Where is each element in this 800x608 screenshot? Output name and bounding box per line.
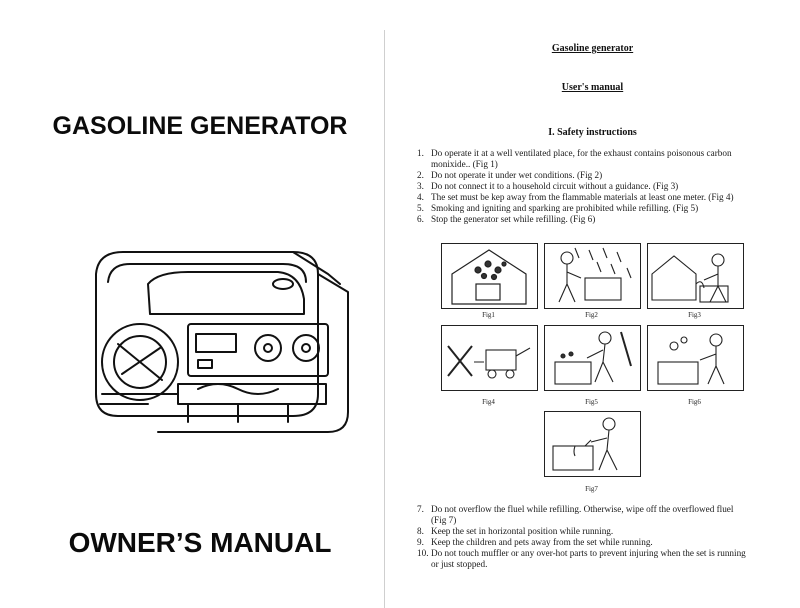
figure-3-label: Fig3 [688, 311, 701, 319]
section-title: I. Safety instructions [548, 127, 637, 138]
generator-illustration-icon [95, 251, 349, 433]
list-item: 10. Do not touch muffler or any over-hot… [417, 548, 769, 570]
item-number: 3. [417, 181, 424, 191]
item-text: Do not overflow the fluel while refillin… [431, 504, 734, 514]
item-number: 2. [417, 170, 424, 180]
item-text: Do not operate it under wet conditions. … [431, 170, 603, 180]
figure-6 [647, 325, 744, 391]
figure-5 [544, 325, 641, 391]
page-divider [384, 30, 385, 608]
item-number: 4. [417, 192, 424, 202]
list-item: 3. Do not connect it to a household circ… [417, 181, 767, 192]
list-item: 4. The set must be kep away from the fla… [417, 192, 767, 203]
figure-3 [647, 243, 744, 309]
figure-6-label: Fig6 [688, 398, 701, 406]
item-text: Do operate it at a well ventilated place… [431, 148, 732, 158]
manual-page: Gasoline generator User's manual I. Safe… [385, 0, 800, 608]
item-number: 5. [417, 203, 424, 213]
instructions-list-2: 7. Do not overflow the fluel while refil… [417, 504, 769, 570]
figure-7-label: Fig7 [585, 485, 598, 493]
item-text: The set must be kep away from the flamma… [431, 192, 734, 202]
figure-2-label: Fig2 [585, 311, 598, 319]
figure-4 [441, 325, 538, 391]
list-item: 5. Smoking and igniting and sparking are… [417, 203, 767, 214]
item-text-cont: or just stopped. [431, 559, 488, 569]
cover-page: GASOLINE GENERATOR [0, 0, 384, 608]
item-number: 10. [417, 548, 429, 558]
item-text-cont: monixide.. (Fig 1) [431, 159, 498, 169]
figure-1 [441, 243, 538, 309]
item-text-cont: (Fig 7) [431, 515, 457, 525]
item-text: Smoking and igniting and sparking are pr… [431, 203, 699, 213]
flammable-materials-distance-icon [447, 345, 531, 379]
instructions-list-1: 1. Do operate it at a well ventilated pl… [417, 148, 767, 225]
figure-2 [544, 243, 641, 309]
list-item: 9. Keep the children and pets away from … [417, 537, 769, 548]
stop-engine-refilling-icon [657, 333, 725, 385]
item-text: Keep the set in horizontal position whil… [431, 526, 614, 536]
item-number: 7. [417, 504, 424, 514]
item-number: 1. [417, 148, 424, 158]
cover-title: GASOLINE GENERATOR [52, 112, 348, 140]
house-wiring-connection-icon [651, 253, 729, 303]
item-number: 6. [417, 214, 424, 224]
item-text: Do not connect it to a household circuit… [431, 181, 679, 191]
list-item: 1. Do operate it at a well ventilated pl… [417, 148, 767, 170]
list-item: 6. Stop the generator set while refillin… [417, 214, 767, 225]
item-text: Do not touch muffler or any over-hot par… [431, 548, 746, 558]
no-smoking-refilling-icon [554, 331, 632, 385]
generator-in-house-with-fumes-icon [451, 249, 527, 305]
cover-subtitle: OWNER’S MANUAL [68, 527, 332, 558]
item-text: Stop the generator set while refilling. … [431, 214, 596, 224]
list-item: 8. Keep the set in horizontal position w… [417, 526, 769, 537]
item-text: Keep the children and pets away from the… [431, 537, 653, 547]
item-number: 8. [417, 526, 424, 536]
manual-heading: Gasoline generator [551, 43, 634, 54]
list-item: 2. Do not operate it under wet condition… [417, 170, 767, 181]
fuel-overflow-icon [552, 417, 618, 471]
figure-1-label: Fig1 [482, 311, 495, 319]
figure-5-label: Fig5 [585, 398, 598, 406]
generator-in-rain-icon [558, 247, 632, 303]
figure-4-label: Fig4 [482, 398, 495, 406]
list-item: 7. Do not overflow the fluel while refil… [417, 504, 769, 526]
manual-subheading: User's manual [561, 82, 624, 93]
figure-7 [544, 411, 641, 477]
item-number: 9. [417, 537, 424, 547]
